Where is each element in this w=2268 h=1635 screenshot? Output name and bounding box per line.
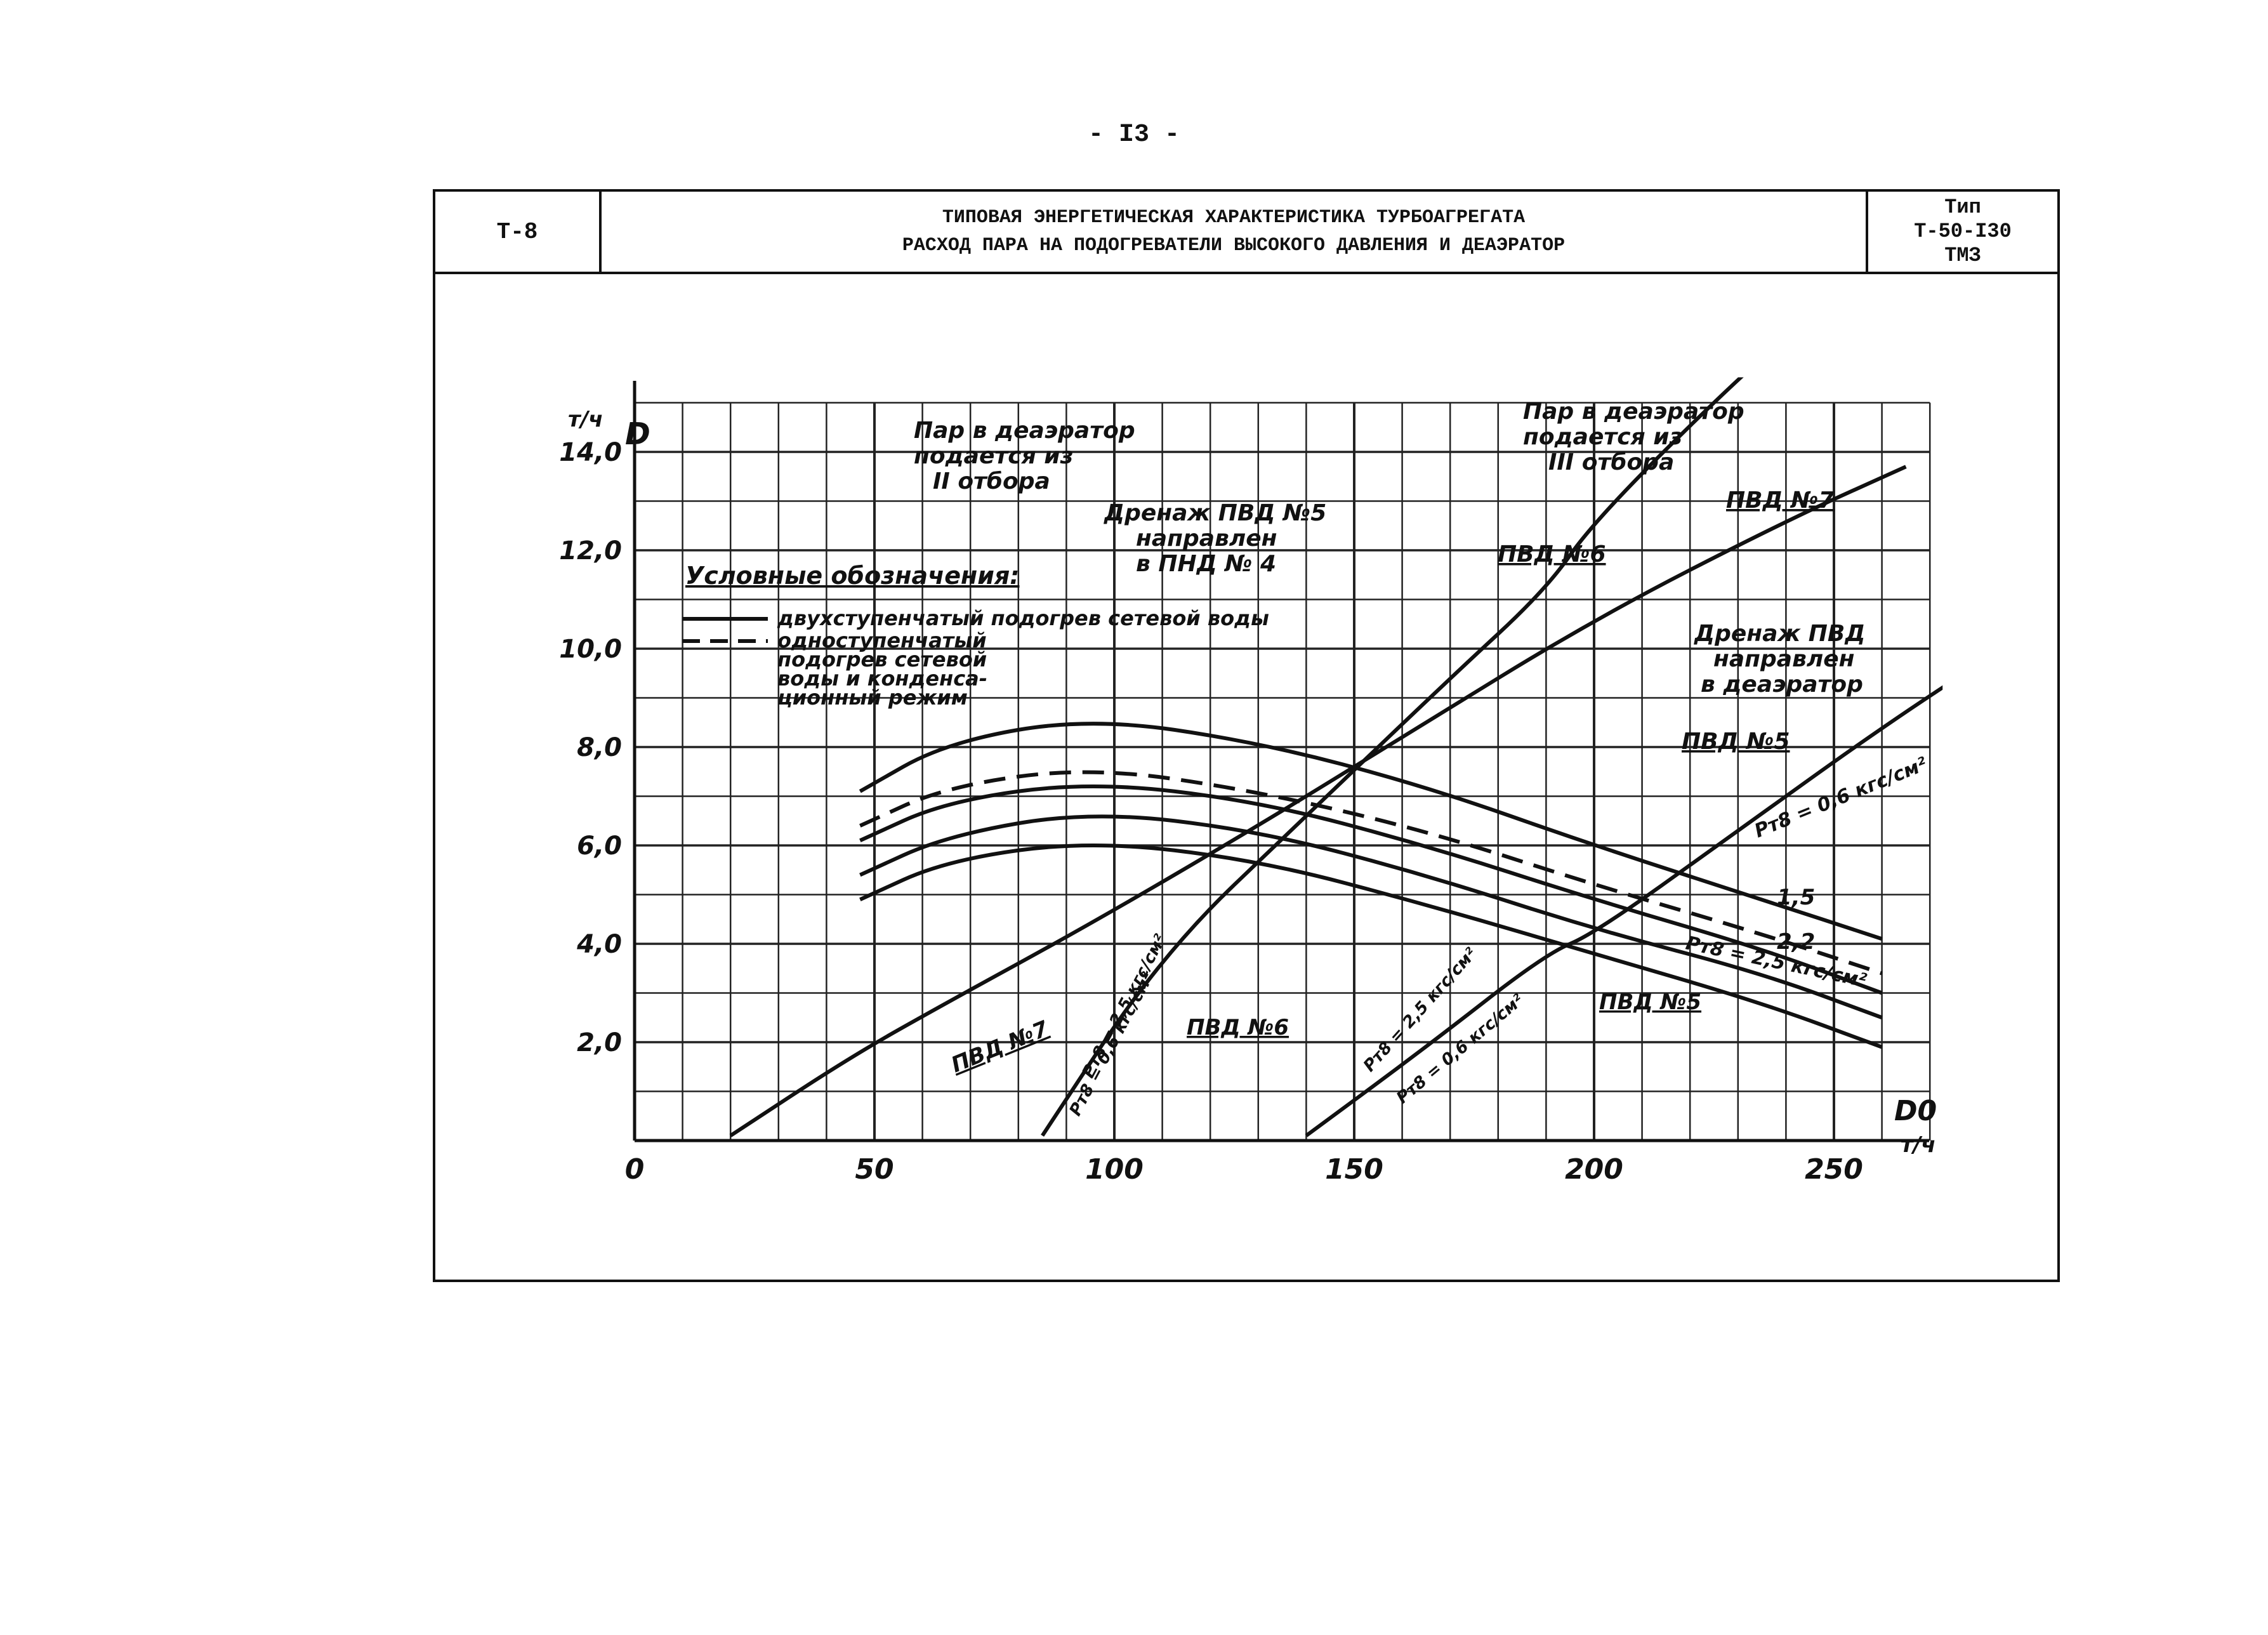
annotation-drain-pvd5-3: в ПНД № 4 (1136, 551, 1276, 577)
title-block: Т-8 ТИПОВАЯ ЭНЕРГЕТИЧЕСКАЯ ХАРАКТЕРИСТИК… (433, 189, 2060, 274)
type-model: Т-50-I30 (1914, 220, 2012, 243)
annotation-drain-pvd-deaerator: Дренаж ПВД направлен в деаэратор (1694, 621, 1865, 698)
y-axis-letter: D (625, 416, 650, 452)
annotation-deaerator-ii-2: подается из (914, 443, 1073, 469)
legend-dashed-text-1: одноступенчатый (777, 628, 987, 652)
series-line-7 (859, 814, 1883, 1020)
x-axis-unit: т/ч (1901, 1132, 1935, 1158)
annotation-deaerator-ii-1: Пар в деаэратор (914, 418, 1135, 444)
label-pvd6-bottom: ПВД №6 (1187, 1015, 1289, 1040)
annotation-drain-pvd5: Дренаж ПВД №5 направлен в ПНД № 4 (1104, 500, 1326, 577)
annotation-deaerator-iii-2: подается из (1523, 424, 1682, 450)
page-number: - I3 - (1088, 121, 1180, 149)
legend-solid-text: двухступенчатый подогрев сетевой воды (777, 606, 1269, 630)
label-p06: Pт8 = 0,6 кгс/см² (1751, 753, 1930, 842)
x-tick-label: 100 (1085, 1153, 1144, 1186)
x-tick-label: 250 (1805, 1153, 1863, 1186)
legend-title: Условные обозначения: (685, 562, 1020, 590)
title-line-1: ТИПОВАЯ ЭНЕРГЕТИЧЕСКАЯ ХАРАКТЕРИСТИКА ТУ… (942, 207, 1526, 228)
label-pvd5-bottom: ПВД №5 (1599, 990, 1701, 1015)
y-axis-unit: т/ч (568, 407, 603, 432)
chart-grid (635, 402, 1931, 1141)
legend-dashed-text-4: ционный режим (777, 685, 968, 710)
type-maker: ТМЗ (1944, 244, 1981, 267)
sheet-frame (433, 274, 2060, 1282)
y-tick-label: 10,0 (559, 635, 622, 664)
series-line-5 (859, 770, 1883, 976)
y-tick-label: 12,0 (559, 536, 622, 566)
legend: Условные обозначения: двухступенчатый по… (682, 562, 1269, 710)
sheet-title: ТИПОВАЯ ЭНЕРГЕТИЧЕСКАЯ ХАРАКТЕРИСТИКА ТУ… (602, 192, 1868, 272)
label-p06-a: Pт8 = 0,6 кгс/см² (1066, 969, 1158, 1120)
y-tick-label: 4,0 (576, 930, 622, 959)
y-tick-label: 6,0 (577, 831, 622, 861)
legend-dashed-text-3: воды и конденса- (777, 666, 987, 691)
x-tick-label: 150 (1325, 1153, 1383, 1186)
series-line-4 (859, 722, 1883, 941)
annotation-deaerator-iii-1: Пар в деаэратор (1523, 399, 1744, 425)
annotation-drain-pvd5-1: Дренаж ПВД №5 (1104, 500, 1326, 526)
series-line-1 (729, 465, 1907, 1137)
annotation-deaerator-iii-3: III отбора (1548, 449, 1674, 475)
label-pvd5-right: ПВД №5 (1682, 729, 1790, 755)
series-line-2 (1041, 377, 1744, 1137)
legend-dashed-text-2: подогрев сетевой (777, 647, 987, 672)
series-line-8 (859, 844, 1883, 1049)
sheet-code: Т-8 (435, 192, 602, 272)
chart-axes (633, 381, 1929, 1142)
annotation-drain-pvd5-2: направлен (1136, 526, 1277, 552)
x-axis-letter: D0 (1894, 1095, 1937, 1127)
annotation-drain-pvd-deaerator-2: направлен (1713, 646, 1855, 672)
title-line-2: РАСХОД ПАРА НА ПОДОГРЕВАТЕЛИ ВЫСОКОГО ДА… (902, 235, 1566, 256)
label-p22: 2,2 (1777, 929, 1815, 955)
x-tick-label: 50 (855, 1153, 893, 1186)
annotation-deaerator-iii: Пар в деаэратор подается из III отбора (1523, 399, 1744, 475)
annotation-deaerator-ii: Пар в деаэратор подается из II отбора (914, 418, 1135, 494)
annotation-deaerator-ii-3: II отбора (933, 468, 1050, 494)
x-tick-label: 200 (1565, 1153, 1623, 1186)
label-pvd7-bottom: ПВД №7 (947, 1016, 1052, 1078)
label-pvd7-top: ПВД №7 (1726, 487, 1835, 513)
y-tick-label: 8,0 (577, 733, 622, 762)
label-pvd6-top: ПВД №6 (1498, 541, 1606, 567)
y-tick-label: 14,0 (559, 438, 622, 467)
annotation-drain-pvd-deaerator-3: в деаэратор (1701, 672, 1863, 698)
chart-series (729, 377, 1943, 1137)
annotation-drain-pvd-deaerator-1: Дренаж ПВД (1694, 621, 1865, 647)
tick-labels: 2,0 4,0 6,0 8,0 10,0 12,0 14,0 0 50 100 150 200 250 (559, 438, 1863, 1186)
type-label: Тип (1944, 195, 1981, 219)
series-line-6 (859, 784, 1883, 995)
label-p15: 1,5 (1777, 885, 1815, 910)
series-line-3 (1305, 685, 1943, 1137)
y-tick-label: 2,0 (577, 1028, 622, 1057)
x-tick-label: 0 (625, 1153, 645, 1186)
type-block: Тип Т-50-I30 ТМЗ (1868, 192, 2057, 272)
